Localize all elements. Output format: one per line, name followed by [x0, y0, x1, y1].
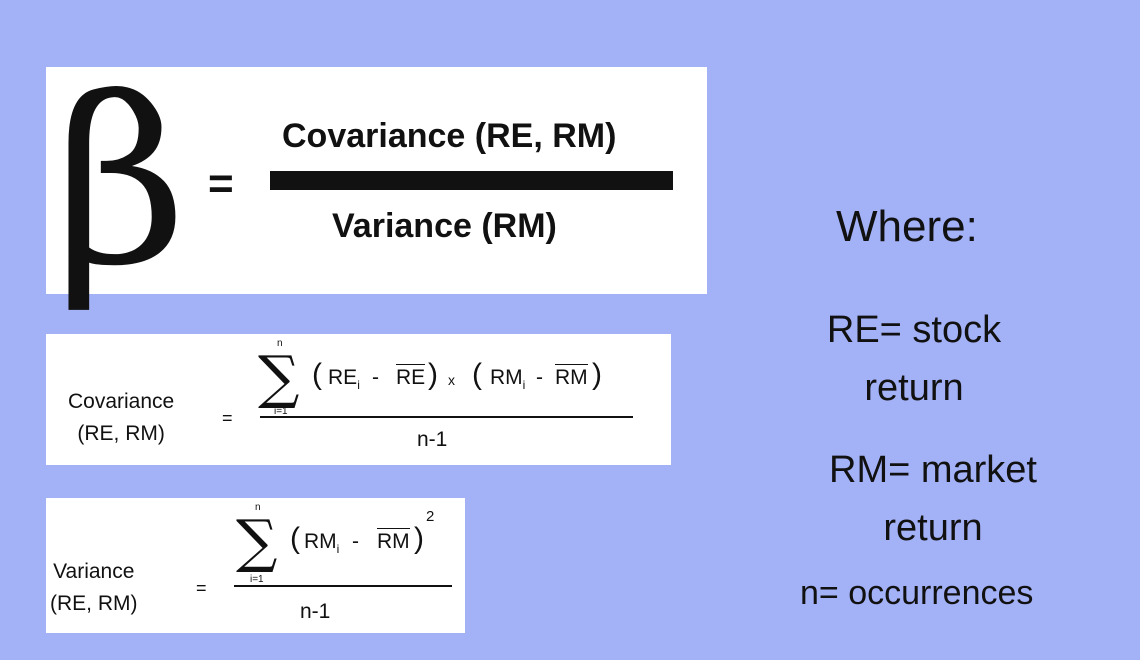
covariance-formula-panel: Covariance (RE, RM) = n ∑ i=1 ( REi - RE… [46, 334, 671, 465]
variance-formula-panel: Variance (RE, RM) = n ∑ i=1 ( RMi - RM )… [46, 498, 465, 633]
beta-formula-panel: β = Covariance (RE, RM) Variance (RM) [46, 67, 707, 299]
rm-mean: RM [555, 364, 588, 389]
variance-denominator: n-1 [300, 600, 331, 623]
fraction-bar [270, 171, 673, 190]
fraction-bar [260, 416, 633, 418]
re-definition-line2: return [864, 367, 964, 409]
open-paren: ( [290, 522, 300, 555]
where-heading: Where: [836, 202, 978, 251]
equals-sign: = [222, 408, 233, 428]
sum-lower-limit: i=1 [250, 574, 264, 585]
re-definition: RE= stock return [808, 301, 1020, 417]
rm-i-term: RMi [490, 366, 525, 392]
rm-subscript: i [522, 378, 526, 393]
equals-sign: = [208, 159, 234, 208]
variance-label-line1: Variance [53, 560, 135, 583]
covariance-label-line1: Covariance [68, 390, 175, 413]
n-definition: n= occurrences [800, 574, 1034, 612]
re-base: RE [328, 366, 358, 389]
minus-sign: - [352, 530, 359, 553]
close-paren: ) [592, 358, 602, 391]
covariance-label-line2: (RE, RM) [77, 422, 165, 445]
rm-definition: RM= market return [808, 441, 1058, 557]
times-sign: x [448, 372, 455, 388]
beta-numerator: Covariance (RE, RM) [282, 117, 617, 155]
variance-label-line2: (RE, RM) [50, 592, 138, 615]
re-definition-line1: RE= stock [826, 309, 1002, 351]
re-mean: RE [396, 364, 426, 389]
covariance-denominator: n-1 [417, 428, 448, 451]
fraction-bar [234, 585, 452, 587]
sum-upper-limit: n [255, 502, 261, 513]
rm-definition-line2: return [883, 507, 983, 549]
minus-sign: - [372, 366, 379, 389]
rm-definition-line1: RM= market [829, 449, 1037, 491]
re-subscript: i [357, 378, 360, 393]
rm-subscript: i [336, 542, 340, 557]
close-paren: ) [414, 522, 424, 555]
sum-upper-limit: n [277, 338, 283, 349]
equals-sign: = [196, 578, 207, 598]
summation-symbol: ∑ [236, 507, 278, 575]
covariance-label: Covariance (RE, RM) [68, 386, 174, 450]
rm-base: RM [304, 530, 337, 553]
minus-sign: - [536, 366, 543, 389]
exponent: 2 [426, 508, 435, 525]
re-i-term: REi [328, 366, 360, 392]
rm-base: RM [490, 366, 523, 389]
beta-denominator: Variance (RM) [332, 207, 557, 245]
rm-i-term: RMi [304, 530, 339, 556]
close-paren: ) [428, 358, 438, 391]
rm-mean: RM [377, 528, 410, 553]
summation-symbol: ∑ [258, 343, 300, 411]
sum-lower-limit: i=1 [274, 406, 288, 417]
variance-label: Variance (RE, RM) [50, 556, 138, 620]
open-paren: ( [312, 358, 322, 391]
beta-symbol: β [54, 50, 187, 317]
open-paren: ( [472, 358, 482, 391]
